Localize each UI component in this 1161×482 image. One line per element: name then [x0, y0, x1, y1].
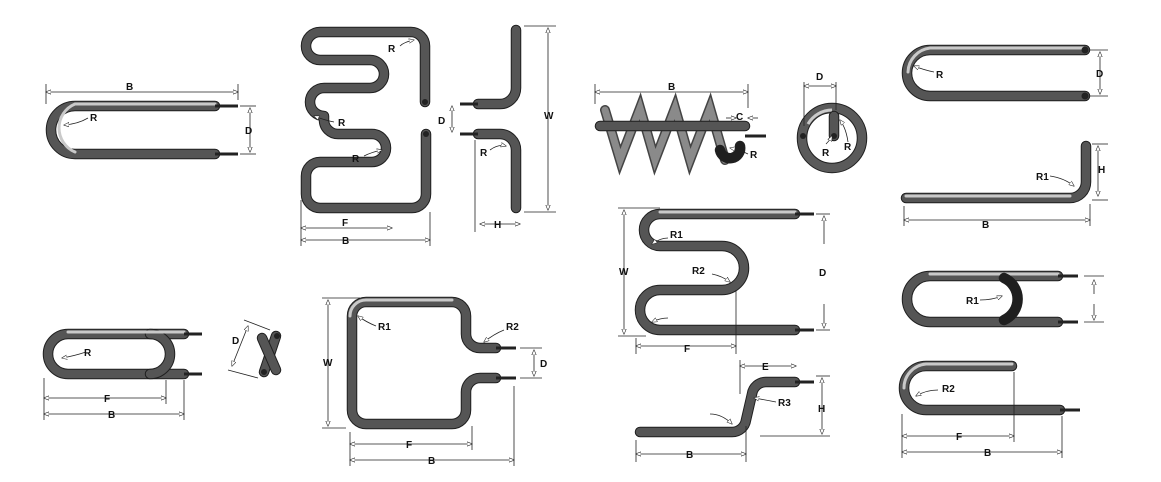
label-b: B [668, 82, 675, 93]
label-r: R [936, 70, 944, 81]
label-r1: R1 [966, 296, 979, 307]
label-r1: R1 [1036, 172, 1049, 183]
shape-u-hairpin-right: D R [901, 44, 1108, 102]
label-r1: R1 [670, 230, 683, 241]
shape-folded-w: W D F R1 R2 [618, 207, 830, 355]
label-f: F [342, 218, 348, 229]
label-d: D [438, 116, 445, 127]
shape-ring-end-view: D R R [796, 72, 868, 174]
label-r2: R2 [692, 266, 705, 277]
shape-u-hairpin: B D R [46, 82, 256, 160]
label-d: D [232, 336, 239, 347]
label-b: B [108, 410, 115, 421]
shape-side-view: D W H R [438, 24, 556, 232]
label-r1: R1 [378, 322, 391, 333]
label-b: B [428, 456, 435, 467]
label-d: D [816, 72, 823, 83]
shape-hairpin-long: R F B [42, 328, 202, 421]
label-d: D [819, 268, 826, 279]
label-r3: R3 [778, 398, 791, 409]
label-f: F [684, 344, 690, 355]
shape-hairpin-end-view: D [227, 319, 282, 379]
label-f: F [104, 394, 110, 405]
label-f: F [406, 440, 412, 451]
label-d: D [540, 359, 547, 370]
label-h: H [1098, 165, 1105, 176]
label-d: D [245, 126, 252, 137]
label-h: H [818, 404, 825, 415]
label-c: C [736, 112, 743, 123]
label-r: R [90, 113, 98, 124]
shape-serpentine: R R R F B [301, 26, 432, 247]
shape-coil: B C R [595, 82, 766, 176]
label-r2: R2 [942, 384, 955, 395]
label-r-mid: R [338, 118, 346, 129]
label-f: F [956, 432, 962, 443]
label-r: R [750, 150, 758, 161]
label-d: D [1096, 69, 1103, 80]
shape-s-bend: E H B R3 [634, 360, 830, 462]
label-h: H [494, 220, 501, 231]
label-r-low: R [352, 154, 360, 165]
label-w: W [544, 111, 554, 122]
label-r: R [480, 148, 488, 159]
label-b: B [686, 450, 693, 461]
shape-u-hairpin-offset: R1 [901, 270, 1104, 328]
label-e: E [762, 362, 769, 373]
shape-hairpin-unequal: R2 F B [898, 360, 1080, 459]
label-b: B [984, 448, 991, 459]
label-r-right: R [844, 142, 852, 153]
label-r: R [84, 348, 92, 359]
label-b: B [126, 82, 133, 93]
label-w: W [619, 267, 629, 278]
label-b: B [342, 236, 349, 247]
label-r-top: R [388, 44, 396, 55]
label-w: W [323, 358, 333, 369]
label-b: B [982, 220, 989, 231]
shape-l-bend: H B R1 [900, 140, 1108, 231]
shape-square-loop: W D F B R1 R2 [322, 296, 547, 467]
label-r2: R2 [506, 322, 519, 333]
label-r-left: R [822, 148, 830, 159]
